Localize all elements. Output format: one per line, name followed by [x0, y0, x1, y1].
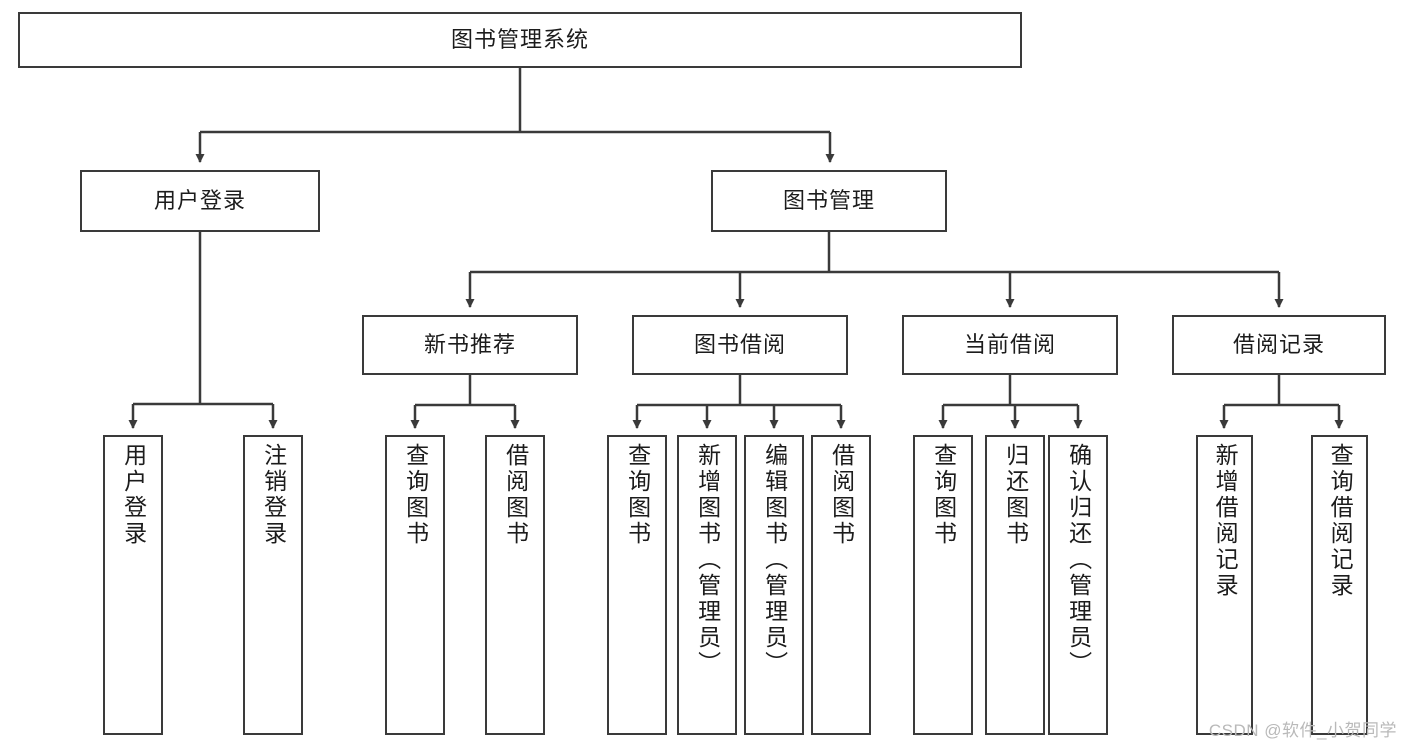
node-records[interactable]: 借阅记录 — [1172, 315, 1386, 375]
node-label-records: 借阅记录 — [1232, 331, 1325, 357]
node-label-l-bk-borrow: 借阅图书 — [828, 443, 855, 547]
node-l-rc-add[interactable]: 新增借阅记录 — [1196, 435, 1253, 735]
node-label-l-nb-query: 查询图书 — [402, 443, 429, 547]
node-label-current: 当前借阅 — [963, 331, 1056, 357]
node-l-bk-add[interactable]: 新增图书（管理员） — [677, 435, 737, 735]
node-l-rc-query[interactable]: 查询借阅记录 — [1311, 435, 1368, 735]
node-label-l-rc-add: 新增借阅记录 — [1212, 443, 1239, 599]
node-newbook[interactable]: 新书推荐 — [362, 315, 578, 375]
node-borrow[interactable]: 图书借阅 — [632, 315, 848, 375]
node-label-login: 用户登录 — [153, 187, 246, 213]
node-l-cu-confirm[interactable]: 确认归还（管理员） — [1048, 435, 1108, 735]
node-label-l-cu-return: 归还图书 — [1002, 443, 1029, 547]
node-label-newbook: 新书推荐 — [423, 331, 516, 357]
node-label-l-cu-confirm: 确认归还（管理员） — [1065, 443, 1092, 677]
node-root[interactable]: 图书管理系统 — [18, 12, 1022, 68]
node-l-cu-query[interactable]: 查询图书 — [913, 435, 973, 735]
node-label-l-login: 用户登录 — [120, 443, 147, 547]
node-bookmgmt[interactable]: 图书管理 — [711, 170, 947, 232]
node-l-nb-borrow[interactable]: 借阅图书 — [485, 435, 545, 735]
node-l-bk-edit[interactable]: 编辑图书（管理员） — [744, 435, 804, 735]
node-label-l-bk-add: 新增图书（管理员） — [694, 443, 721, 677]
node-l-bk-borrow[interactable]: 借阅图书 — [811, 435, 871, 735]
node-l-bk-query[interactable]: 查询图书 — [607, 435, 667, 735]
node-label-borrow: 图书借阅 — [693, 331, 786, 357]
node-label-l-nb-borrow: 借阅图书 — [502, 443, 529, 547]
node-l-login[interactable]: 用户登录 — [103, 435, 163, 735]
node-label-bookmgmt: 图书管理 — [782, 187, 875, 213]
node-label-l-logout: 注销登录 — [260, 443, 287, 547]
node-login[interactable]: 用户登录 — [80, 170, 320, 232]
node-current[interactable]: 当前借阅 — [902, 315, 1118, 375]
watermark: CSDN @软件_小贺同学 — [1208, 721, 1397, 740]
node-label-root: 图书管理系统 — [450, 26, 589, 52]
node-l-cu-return[interactable]: 归还图书 — [985, 435, 1045, 735]
node-label-l-rc-query: 查询借阅记录 — [1327, 443, 1354, 599]
node-label-l-cu-query: 查询图书 — [930, 443, 957, 547]
node-l-nb-query[interactable]: 查询图书 — [385, 435, 445, 735]
node-label-l-bk-edit: 编辑图书（管理员） — [761, 443, 788, 677]
node-label-l-bk-query: 查询图书 — [624, 443, 651, 547]
node-l-logout[interactable]: 注销登录 — [243, 435, 303, 735]
